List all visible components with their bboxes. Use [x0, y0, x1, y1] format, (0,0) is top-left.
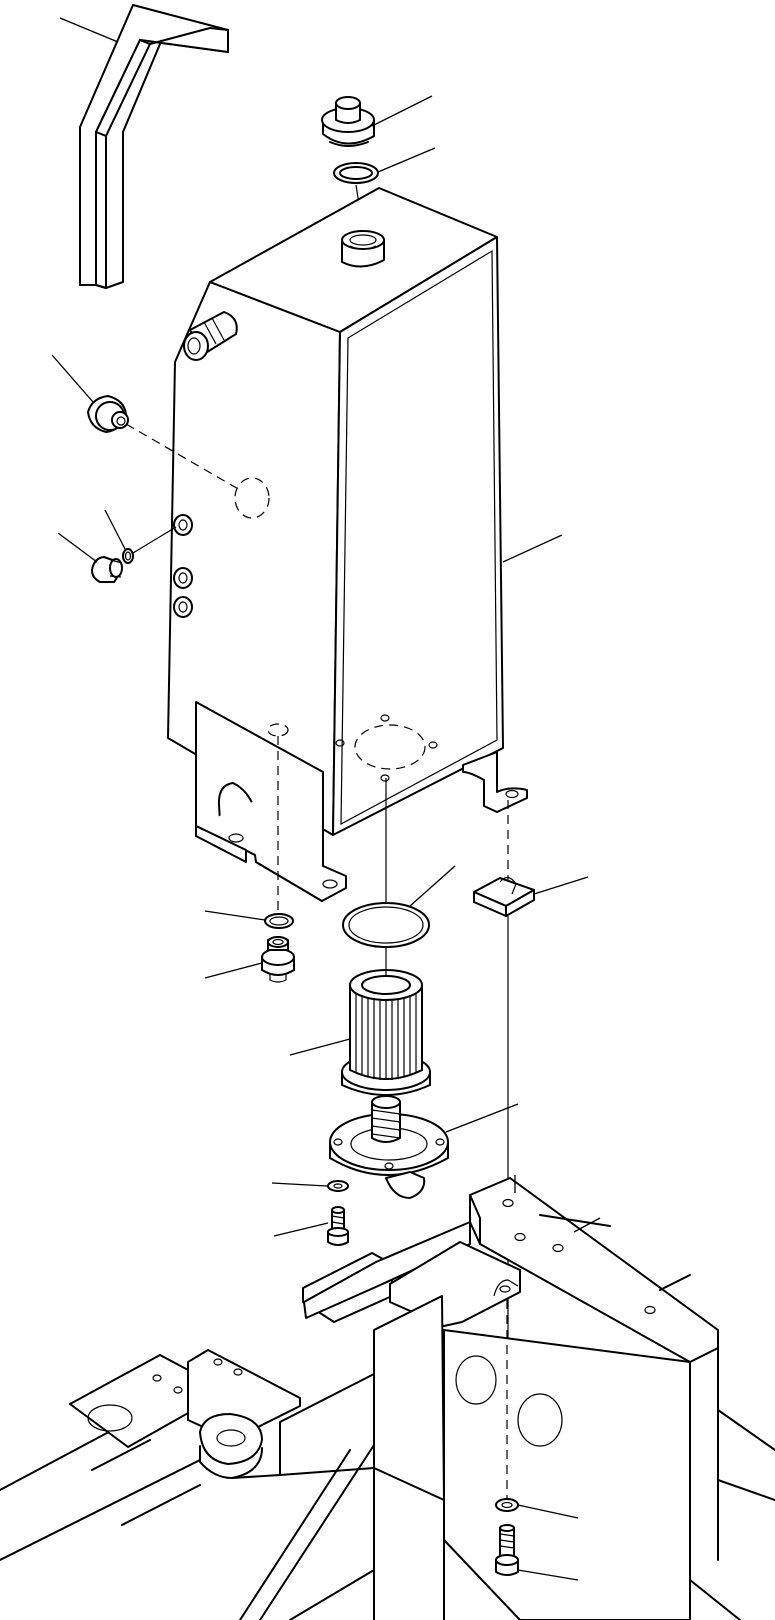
leader-handle — [59, 17, 119, 43]
frame-bolt — [495, 1524, 519, 1576]
leader-drain — [204, 736, 279, 979]
mounting-bracket-right — [462, 751, 528, 813]
spacer-block — [473, 876, 535, 917]
strainer-o-ring — [342, 902, 430, 948]
drain-plug — [261, 936, 295, 983]
flange-bolt — [327, 1206, 349, 1246]
leader-tank — [502, 534, 563, 563]
leader-flange-bolt — [271, 1182, 329, 1237]
side-plug-small — [91, 548, 134, 583]
filler-o-ring — [333, 162, 379, 184]
filler-cap — [321, 96, 375, 147]
leader-side-plug-small — [57, 509, 177, 563]
mounting-bracket-left — [195, 701, 347, 902]
tank-bottom-ports — [267, 714, 438, 782]
machine-frame — [0, 1177, 775, 1620]
strainer-element — [341, 969, 431, 1096]
leader-flange — [445, 1103, 519, 1133]
frame-washer — [495, 1498, 519, 1512]
flange-cover — [329, 1095, 449, 1199]
flange-washer — [327, 1180, 349, 1192]
leader-strainer-o-ring — [385, 778, 456, 907]
handle-bar — [79, 4, 229, 289]
leader-frame — [514, 1175, 601, 1233]
drain-o-ring — [264, 913, 294, 929]
side-plug-large — [87, 395, 129, 433]
leader-frame-bolt — [506, 1300, 579, 1581]
leader-strainer — [289, 948, 387, 1056]
leader-side-plug-large — [51, 354, 241, 491]
